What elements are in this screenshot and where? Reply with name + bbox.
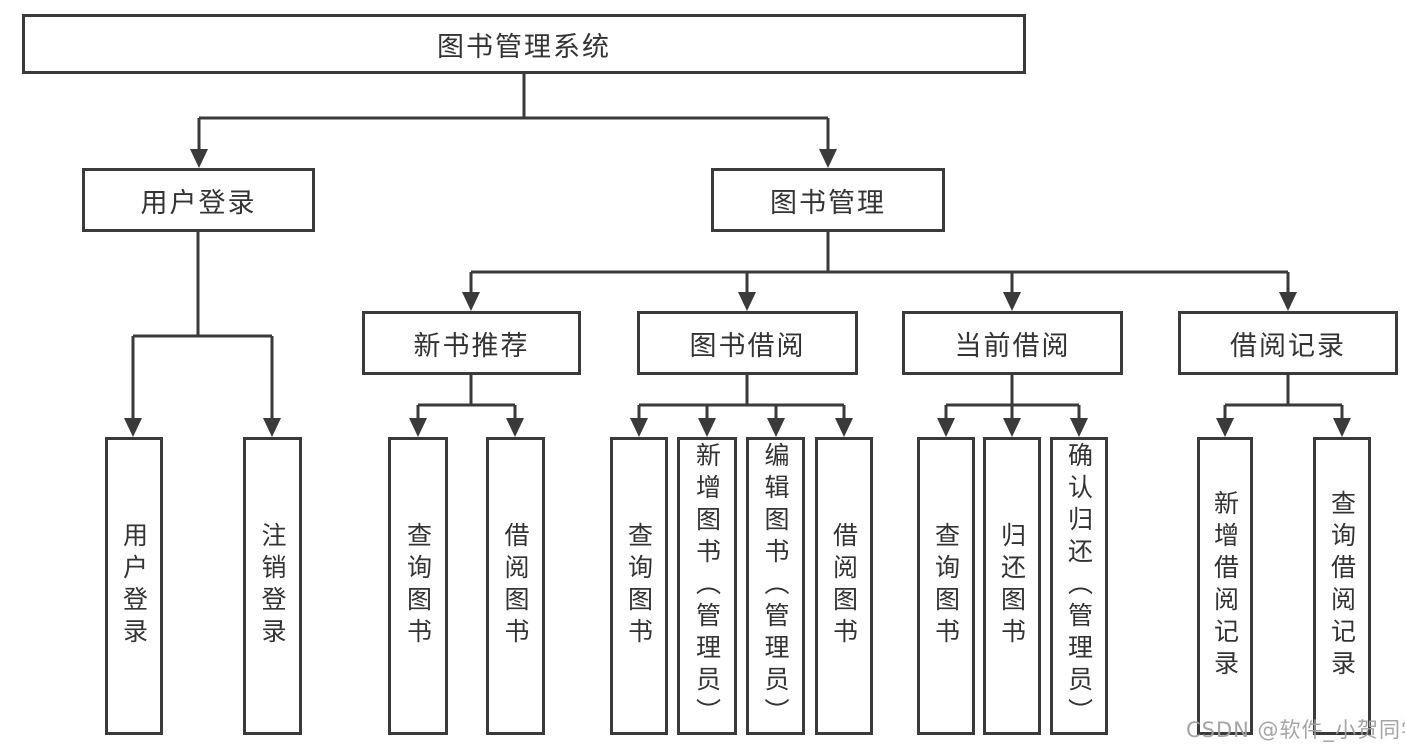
leaf-node-cb-confirm-return-admin: 确认归还（管理员） <box>1050 437 1108 735</box>
connector-book-management <box>469 232 1290 294</box>
arrowhead-book-management <box>819 149 837 168</box>
arrowhead-bb-borrow <box>835 418 853 437</box>
arrowhead-nb-query <box>409 418 427 437</box>
leaf-node-bb-add-books-admin: 新增图书（管理员） <box>677 437 737 735</box>
connector-borrow-record <box>1223 375 1344 420</box>
leaf-node-nb-query-books: 查询图书 <box>388 437 448 735</box>
arrowhead-borrow-record <box>1279 292 1297 311</box>
leaf-br-add-record-label: 新增借阅记录 <box>1210 490 1240 682</box>
connector-root <box>197 74 830 151</box>
module-node-current-borrow: 当前借阅 <box>902 311 1123 375</box>
module-borrow-record-label: 借阅记录 <box>1230 330 1346 362</box>
leaf-node-bb-edit-books-admin: 编辑图书（管理员） <box>746 437 805 735</box>
leaf-nb-query-books-label: 查询图书 <box>403 522 433 650</box>
arrowhead-bb-add <box>698 418 716 437</box>
connector-current-borrow <box>944 375 1081 420</box>
leaf-cb-confirm-return-admin-label: 确认归还（管理员） <box>1064 442 1094 730</box>
arrowhead-new-book <box>462 292 480 311</box>
leaf-cb-query-books-label: 查询图书 <box>931 522 961 650</box>
leaf-node-cb-return-books: 归还图书 <box>983 437 1041 735</box>
connector-book-borrow <box>637 375 846 420</box>
leaf-node-cb-query-books: 查询图书 <box>917 437 975 735</box>
root-node-label: 图书管理系统 <box>437 31 611 63</box>
branch-node-user-login: 用户登录 <box>82 168 315 232</box>
arrowhead-leaf-login <box>124 418 142 437</box>
branch-user-login-label: 用户登录 <box>140 187 257 219</box>
leaf-user-login-label: 用户登录 <box>119 522 149 650</box>
arrowhead-nb-borrow <box>506 418 524 437</box>
leaf-node-user-login: 用户登录 <box>105 437 163 735</box>
arrowhead-bb-edit <box>767 418 785 437</box>
leaf-node-br-add-record: 新增借阅记录 <box>1197 437 1253 735</box>
leaf-nb-borrow-books-label: 借阅图书 <box>501 522 530 650</box>
leaf-bb-edit-books-admin-label: 编辑图书（管理员） <box>761 442 790 730</box>
leaf-br-query-record-label: 查询借阅记录 <box>1327 490 1357 682</box>
arrowhead-cb-return <box>1003 418 1021 437</box>
root-node-book-management-system: 图书管理系统 <box>22 14 1026 74</box>
leaf-node-logout: 注销登录 <box>243 437 302 735</box>
arrowhead-leaf-logout <box>263 418 281 437</box>
module-node-new-book-recommend: 新书推荐 <box>362 311 581 375</box>
leaf-bb-query-books-label: 查询图书 <box>624 522 654 650</box>
arrowhead-user-login <box>190 149 208 168</box>
leaf-node-nb-borrow-books: 借阅图书 <box>486 437 545 735</box>
arrowhead-current-borrow <box>1003 292 1021 311</box>
leaf-cb-return-books-label: 归还图书 <box>997 522 1027 650</box>
leaf-bb-borrow-books-label: 借阅图书 <box>829 522 859 650</box>
module-node-book-borrow: 图书借阅 <box>637 311 858 375</box>
arrowhead-bb-query <box>630 418 648 437</box>
leaf-bb-add-books-admin-label: 新增图书（管理员） <box>692 442 722 730</box>
module-node-borrow-record: 借阅记录 <box>1178 311 1398 375</box>
arrowhead-br-query <box>1333 418 1351 437</box>
leaf-node-bb-borrow-books: 借阅图书 <box>815 437 873 735</box>
arrowhead-br-add <box>1216 418 1234 437</box>
leaf-node-bb-query-books: 查询图书 <box>610 437 668 735</box>
branch-book-management-label: 图书管理 <box>770 187 886 219</box>
arrowhead-book-borrow <box>738 292 756 311</box>
module-book-borrow-label: 图书借阅 <box>689 330 806 362</box>
branch-node-book-management: 图书管理 <box>711 168 945 232</box>
arrowhead-cb-confirm <box>1070 418 1088 437</box>
connector-new-book <box>416 375 517 420</box>
module-new-book-recommend-label: 新书推荐 <box>413 330 530 362</box>
module-current-borrow-label: 当前借阅 <box>954 330 1071 362</box>
csdn-watermark: CSDN @软件_小贺同学 <box>1186 718 1405 742</box>
leaf-node-br-query-record: 查询借阅记录 <box>1313 437 1371 735</box>
arrowhead-cb-query <box>937 418 955 437</box>
leaf-logout-label: 注销登录 <box>258 522 287 650</box>
connector-user-login <box>131 232 274 420</box>
